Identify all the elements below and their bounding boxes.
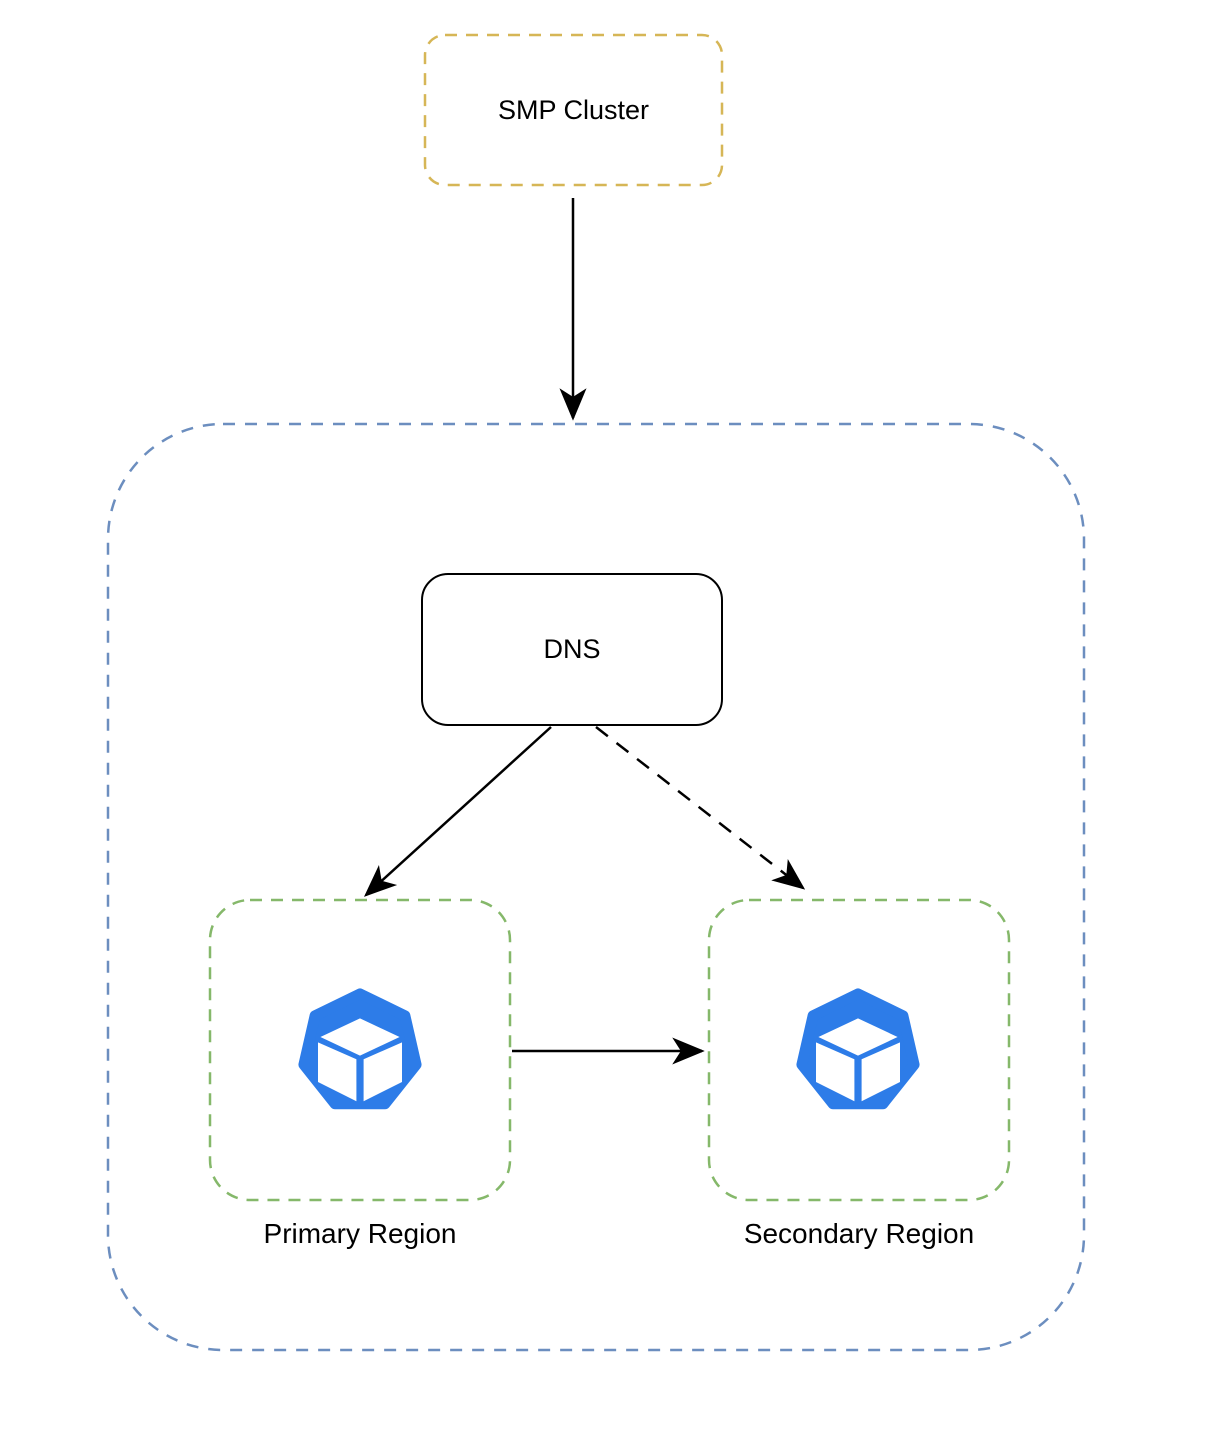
kubernetes-icon-secondary xyxy=(796,988,920,1110)
dns-box xyxy=(421,573,723,726)
primary-region-label: Primary Region xyxy=(263,1218,457,1250)
kubernetes-icon-primary xyxy=(298,988,422,1110)
edge-dns-to-primary xyxy=(363,726,552,897)
smp-cluster-box xyxy=(423,33,724,187)
regions-container-box xyxy=(106,422,1086,1352)
edge-dns-to-secondary xyxy=(595,726,806,890)
dns-label: DNS xyxy=(543,634,601,665)
secondary-region-label: Secondary Region xyxy=(743,1218,975,1250)
smp-cluster-label: SMP Cluster xyxy=(497,94,650,125)
